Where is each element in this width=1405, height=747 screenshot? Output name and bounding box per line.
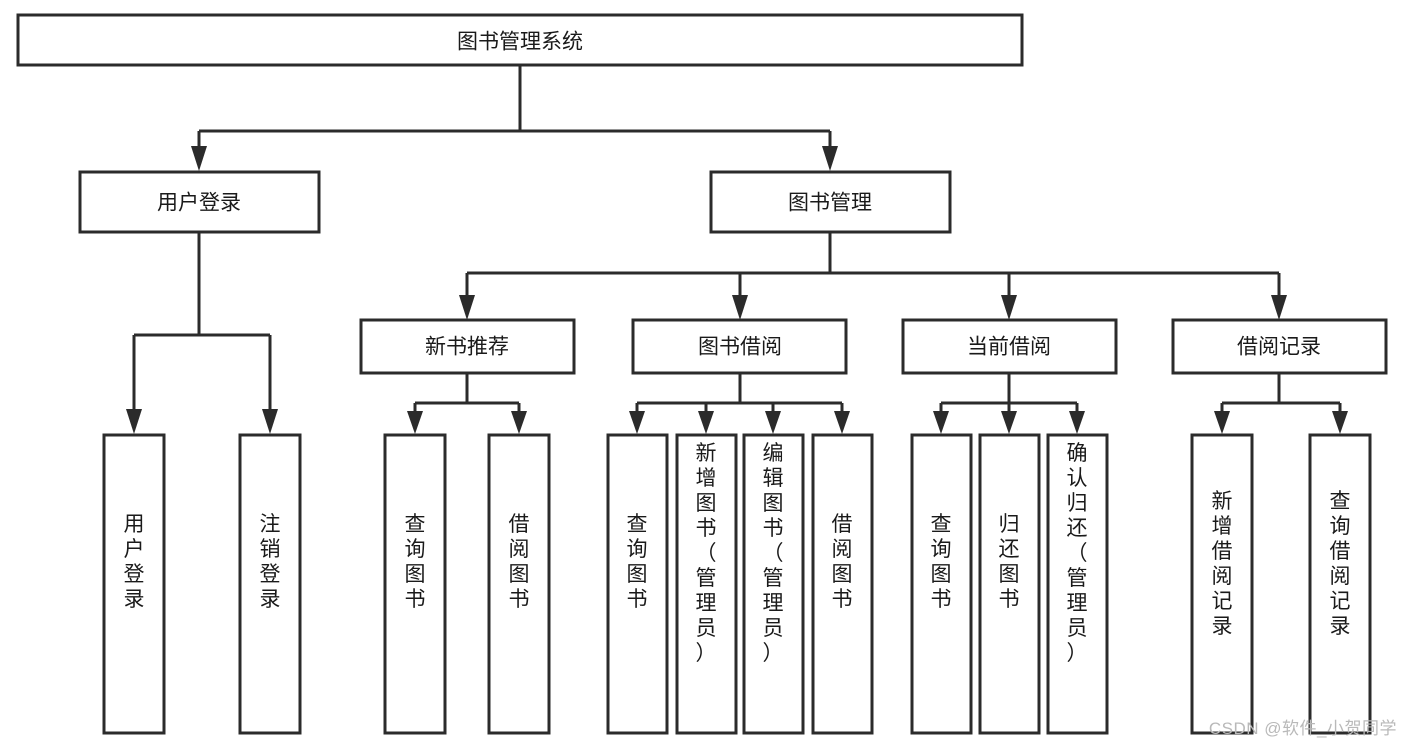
node-leaf-3-box[interactable]	[383, 433, 447, 735]
arrow-head-leaf-2	[262, 409, 278, 434]
node-leaf-10-label: 归还图书	[999, 513, 1020, 611]
node-leaf-11-label: 确认归还（管理员）	[1067, 442, 1088, 665]
arrow-head-leaf-12	[1214, 411, 1230, 434]
node-leaf-4-box[interactable]	[487, 433, 551, 735]
node-user-login-box[interactable]	[78, 170, 321, 234]
node-user-login[interactable]: 用户登录	[78, 170, 321, 234]
node-book-borrow[interactable]: 图书借阅	[631, 318, 848, 375]
node-leaf-9[interactable]: 查询图书	[910, 433, 973, 735]
node-root-box[interactable]	[16, 13, 1024, 67]
node-leaf-7[interactable]: 编辑图书（管理员）	[742, 433, 805, 735]
node-leaf-11[interactable]: 确认归还（管理员）	[1046, 433, 1109, 735]
csdn-watermark: CSDN @软件_小贺同学	[1208, 719, 1397, 738]
arrow-head-leaf-11	[1069, 411, 1085, 434]
node-leaf-2-box[interactable]	[238, 433, 302, 735]
node-leaf-6[interactable]: 新增图书（管理员）	[675, 433, 738, 735]
node-leaf-10-box[interactable]	[978, 433, 1041, 735]
node-root[interactable]: 图书管理系统	[16, 13, 1024, 67]
node-leaf-12[interactable]: 新增借阅记录	[1190, 433, 1254, 735]
node-leaf-2-label: 注销登录	[260, 513, 281, 611]
arrow-head-leaf-5	[629, 411, 645, 434]
node-leaf-3[interactable]: 查询图书	[383, 433, 447, 735]
node-leaf-12-label: 新增借阅记录	[1212, 490, 1233, 638]
node-borrow-record-label: 借阅记录	[1237, 336, 1321, 359]
node-leaf-7-box[interactable]	[742, 433, 805, 735]
node-book-borrow-box[interactable]	[631, 318, 848, 375]
node-leaf-4-label: 借阅图书	[509, 513, 530, 611]
node-book-manage-box[interactable]	[709, 170, 952, 234]
node-leaf-8[interactable]: 借阅图书	[811, 433, 874, 735]
node-leaf-13-label: 查询借阅记录	[1330, 490, 1351, 638]
node-new-book-rec-label: 新书推荐	[425, 336, 509, 359]
node-leaf-13[interactable]: 查询借阅记录	[1308, 433, 1372, 735]
node-user-login-label: 用户登录	[157, 192, 241, 215]
arrow-head-leaf-7	[765, 411, 781, 434]
node-leaf-1-box[interactable]	[102, 433, 166, 735]
node-leaf-11-box[interactable]	[1046, 433, 1109, 735]
arrow-head-book-manage	[822, 146, 838, 171]
node-leaf-3-label: 查询图书	[405, 513, 426, 611]
node-leaf-5[interactable]: 查询图书	[606, 433, 669, 735]
node-leaf-13-box[interactable]	[1308, 433, 1372, 735]
arrow-head-user-login	[191, 146, 207, 171]
arrow-head-leaf-4	[511, 411, 527, 434]
node-borrow-record-box[interactable]	[1171, 318, 1388, 375]
arrow-head-leaf-8	[834, 411, 850, 434]
arrow-head-leaf-3	[407, 411, 423, 434]
node-leaf-12-box[interactable]	[1190, 433, 1254, 735]
node-leaf-10[interactable]: 归还图书	[978, 433, 1041, 735]
node-leaf-8-label: 借阅图书	[832, 513, 853, 611]
node-leaf-5-label: 查询图书	[627, 513, 648, 611]
arrow-head-leaf-13	[1332, 411, 1348, 434]
node-new-book-rec-box[interactable]	[359, 318, 576, 375]
node-book-manage-label: 图书管理	[788, 192, 872, 215]
node-leaf-2[interactable]: 注销登录	[238, 433, 302, 735]
node-new-book-rec[interactable]: 新书推荐	[359, 318, 576, 375]
node-leaf-6-box[interactable]	[675, 433, 738, 735]
node-borrow-record[interactable]: 借阅记录	[1171, 318, 1388, 375]
node-leaf-1-label: 用户登录	[124, 513, 145, 611]
arrow-head-leaf-9	[933, 411, 949, 434]
node-leaf-6-label: 新增图书（管理员）	[696, 442, 717, 665]
node-leaf-9-label: 查询图书	[931, 513, 952, 611]
arrow-head-borrow-record	[1271, 295, 1287, 320]
node-leaf-9-box[interactable]	[910, 433, 973, 735]
node-leaf-1[interactable]: 用户登录	[102, 433, 166, 735]
arrow-head-leaf-6	[698, 411, 714, 434]
node-leaf-8-box[interactable]	[811, 433, 874, 735]
arrow-head-book-borrow	[732, 295, 748, 320]
arrow-head-new-book-rec	[459, 295, 475, 320]
node-book-manage[interactable]: 图书管理	[709, 170, 952, 234]
node-leaf-5-box[interactable]	[606, 433, 669, 735]
arrow-head-current-borrow	[1001, 295, 1017, 320]
node-current-borrow-label: 当前借阅	[967, 336, 1051, 359]
node-current-borrow[interactable]: 当前借阅	[901, 318, 1118, 375]
node-leaf-4[interactable]: 借阅图书	[487, 433, 551, 735]
arrow-head-leaf-10	[1001, 411, 1017, 434]
node-root-label: 图书管理系统	[457, 31, 583, 54]
node-book-borrow-label: 图书借阅	[698, 336, 782, 359]
node-current-borrow-box[interactable]	[901, 318, 1118, 375]
connector-layer	[126, 65, 1348, 434]
node-leaf-7-label: 编辑图书（管理员）	[763, 442, 784, 665]
arrow-head-leaf-1	[126, 409, 142, 434]
